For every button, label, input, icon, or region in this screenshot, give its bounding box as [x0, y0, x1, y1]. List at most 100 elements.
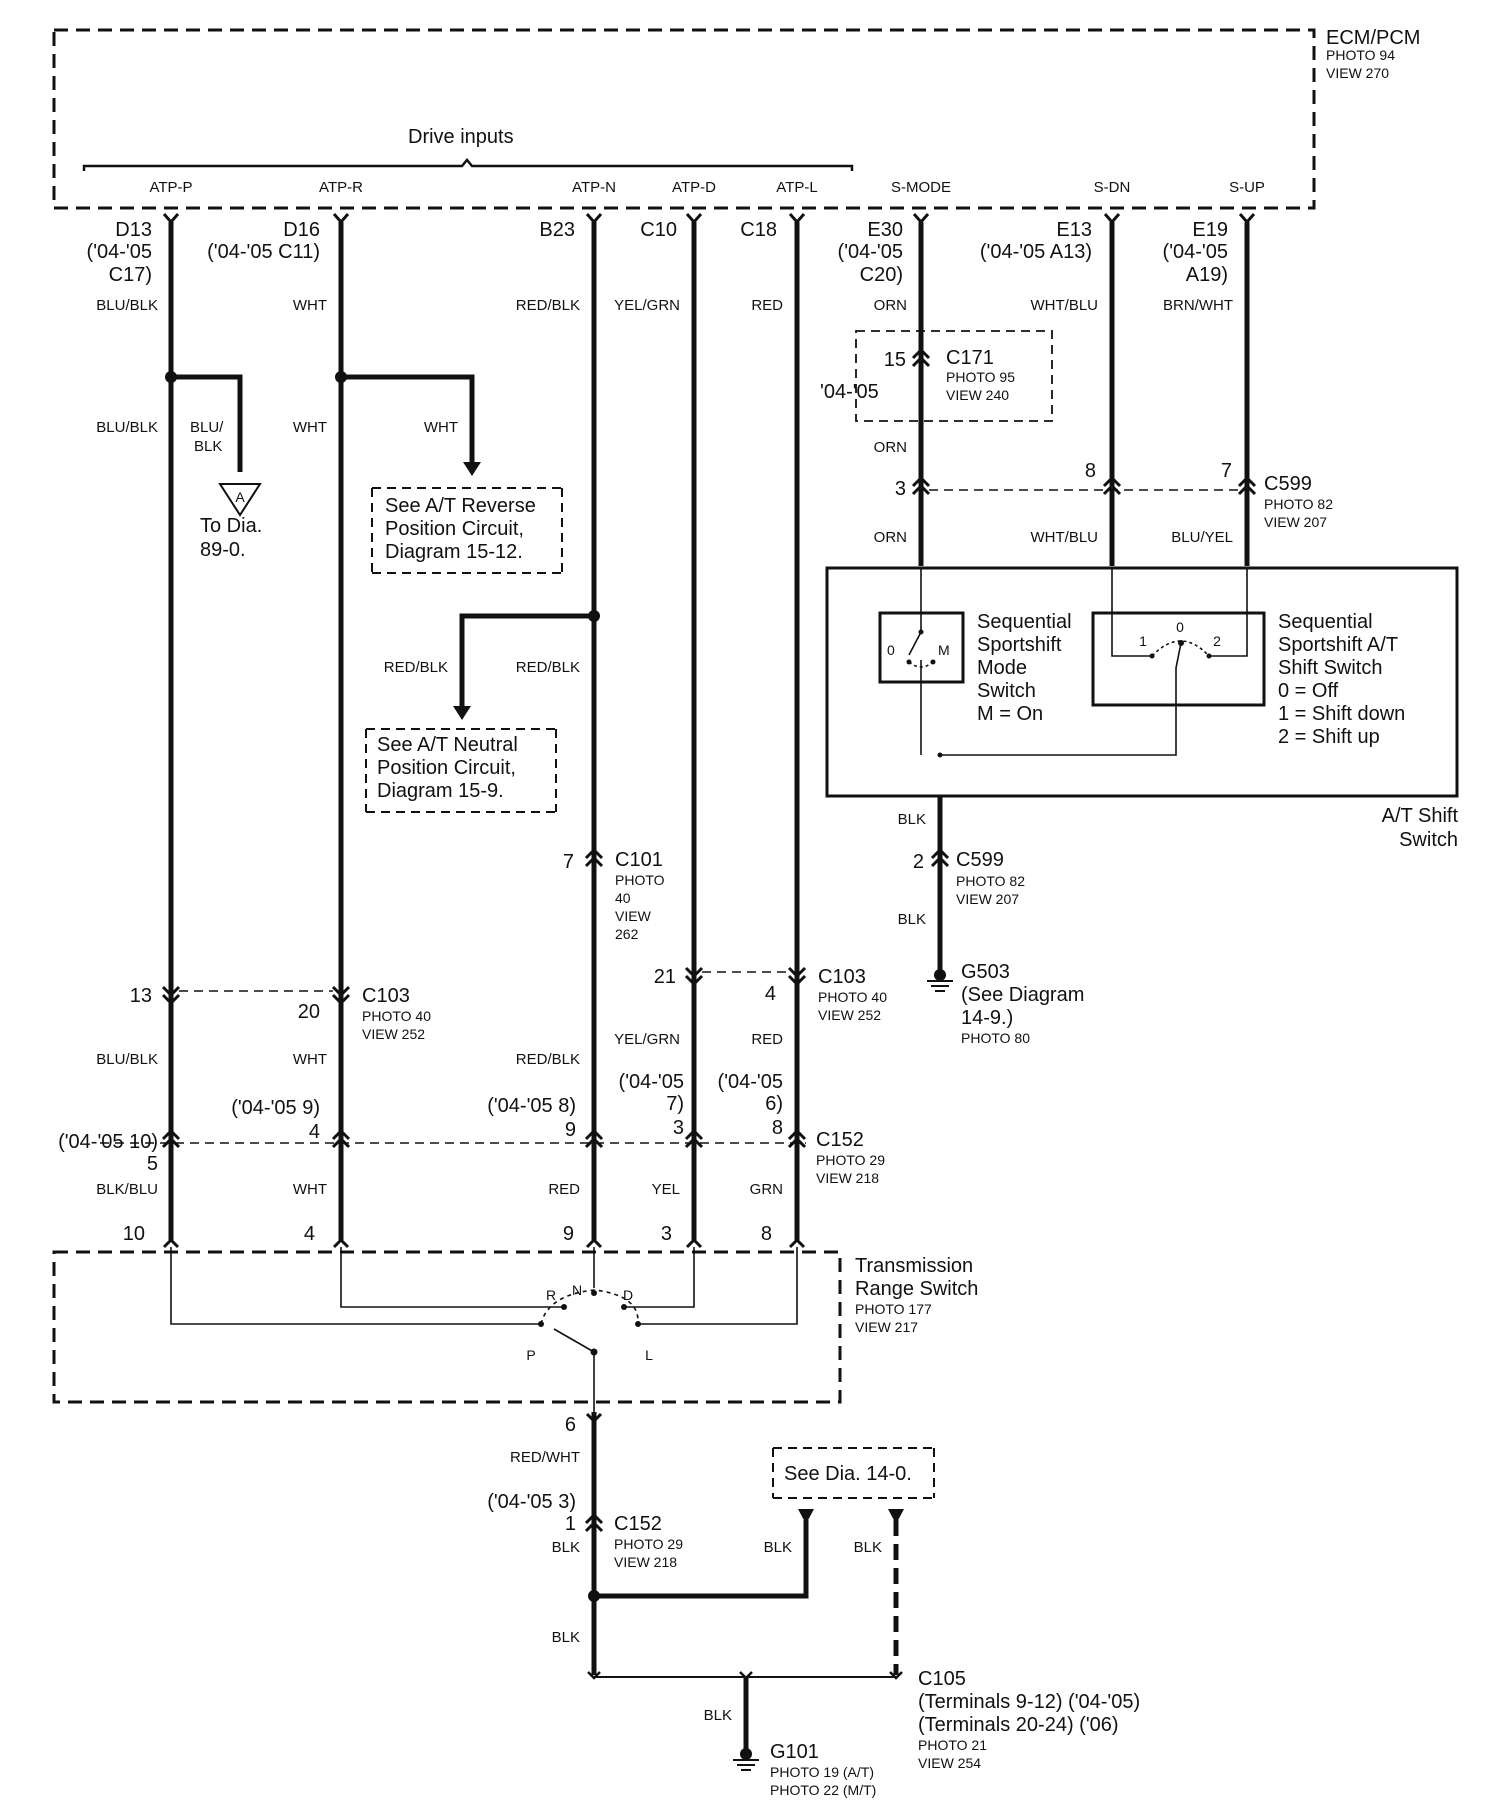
mode-label1: Sequential [977, 611, 1072, 633]
c105-line2: (Terminals 20-24) ('06) [918, 1714, 1119, 1736]
signal-atp-r: ATP-R [319, 179, 363, 196]
wc-brn-wht-1: BRN/WHT [1163, 297, 1233, 314]
shift-label6: 2 = Shift up [1278, 726, 1380, 748]
g101-ground-icon [733, 1748, 759, 1771]
pin-c10: C10 [640, 219, 677, 241]
c105-photo: PHOTO 21 [918, 1737, 987, 1753]
c599-name-upper: C599 [1264, 473, 1312, 495]
signal-atp-p: ATP-P [149, 179, 192, 196]
wc-blk-1: BLK [898, 811, 926, 828]
wc-wht-1: WHT [293, 297, 327, 314]
shift-label2: Sportshift A/T [1278, 634, 1398, 656]
signal-atp-d: ATP-D [672, 179, 716, 196]
c171-pin: 15 [884, 349, 906, 371]
pin-e30-alt2: C20) [860, 264, 903, 286]
c599-photo-lower: PHOTO 82 [956, 873, 1025, 889]
pin-c18: C18 [740, 219, 777, 241]
trs-pin10: 10 [123, 1223, 145, 1245]
c152-year10: ('04-'05 10) [58, 1131, 158, 1153]
c152-year6b: 6) [765, 1093, 783, 1115]
offpage-triangle-a [218, 483, 262, 517]
see-dia-14-box: See Dia. 14-0. [772, 1447, 935, 1499]
c152-year9: ('04-'05 9) [231, 1097, 320, 1119]
trs-pin4: 4 [304, 1223, 315, 1245]
wc-wht-blu-1: WHT/BLU [1031, 297, 1099, 314]
c103-pin4: 4 [765, 983, 776, 1005]
c152-pin4: 4 [309, 1121, 320, 1143]
wc-grn: GRN [750, 1181, 783, 1198]
pin-e13-alt1: ('04-'05 A13) [980, 241, 1092, 263]
rev-line2: Position Circuit, [385, 518, 524, 540]
wc-red-blk-1: RED/BLK [516, 297, 580, 314]
rev-line3: Diagram 15-12. [385, 541, 523, 563]
trs-internal-wiring [170, 1247, 798, 1412]
c103-photo-left: PHOTO 40 [362, 1008, 431, 1024]
c152-year6a: ('04-'05 [718, 1071, 783, 1093]
pin-d16-alt1: ('04-'05 C11) [207, 241, 320, 263]
c101-photo-num: 40 [615, 890, 631, 906]
ecm-signal-labels: ATP-P ATP-R ATP-N ATP-D ATP-L S-MODE S-D… [149, 179, 1264, 196]
shift-sdn-path [1111, 568, 1152, 657]
c171-year: '04-'05 [820, 381, 879, 403]
c171-connector [911, 347, 931, 368]
g503-ground-icon [927, 969, 953, 992]
mode-pinm: M [938, 642, 950, 658]
pin-d13-alt1: ('04-'05 [87, 241, 152, 263]
g101-name: G101 [770, 1741, 819, 1763]
c105-line1: (Terminals 9-12) ('04-'05) [918, 1691, 1140, 1713]
wc-red-wht: RED/WHT [510, 1449, 580, 1466]
trs-photo: PHOTO 177 [855, 1301, 932, 1317]
c152-year7a: ('04-'05 [619, 1071, 684, 1093]
c152-lower-name: C152 [614, 1513, 662, 1535]
wc-yel: YEL [652, 1181, 680, 1198]
wc-blu-blk-2: BLU/BLK [96, 419, 158, 436]
ecm-view: VIEW 270 [1326, 65, 1389, 81]
c103-photo-right: PHOTO 40 [818, 989, 887, 1005]
c599-name-lower: C599 [956, 849, 1004, 871]
c152-year8: ('04-'05 8) [487, 1095, 576, 1117]
mode-label4: Switch [977, 680, 1036, 702]
c599-connectors [911, 475, 1257, 496]
drive-inputs-label: Drive inputs [408, 126, 514, 148]
trs-pos-d: D [623, 1287, 633, 1303]
trs-pos-l: L [645, 1347, 653, 1363]
wc-blu-yel: BLU/YEL [1171, 529, 1233, 546]
c599-view-lower: VIEW 207 [956, 891, 1019, 907]
ecm-title: ECM/PCM [1326, 27, 1420, 49]
pin-b23: B23 [539, 219, 575, 241]
branch-arrows [453, 462, 904, 1524]
pin-e19-alt1: ('04-'05 [1163, 241, 1228, 263]
c152-pin9: 9 [565, 1119, 576, 1141]
branch-atp-n [459, 613, 594, 706]
c171-year-box [855, 330, 1053, 422]
shift-label5: 1 = Shift down [1278, 703, 1405, 725]
wc-red-blk-3: RED/BLK [516, 659, 580, 676]
wires [168, 222, 1250, 1750]
ecm-pcm-box [52, 28, 1316, 210]
c152-pin3: 3 [673, 1117, 684, 1139]
wc-red-1: RED [751, 297, 783, 314]
shift-common-path [940, 642, 1182, 756]
shift-switch-box [1091, 611, 1266, 707]
trs-pos-n: N [572, 1282, 582, 1298]
wc-wht-4: WHT [293, 1051, 327, 1068]
wc-blk-blu: BLK/BLU [96, 1181, 158, 1198]
c152-pin5: 5 [147, 1153, 158, 1175]
pin-e19: E19 [1192, 219, 1228, 241]
c101-photo: PHOTO [615, 872, 665, 888]
c152-view: VIEW 218 [816, 1170, 879, 1186]
wc-blk-split: BLK [194, 438, 222, 455]
neutral-ref-box: See A/T Neutral Position Circuit, Diagra… [365, 728, 557, 813]
c101-pin: 7 [563, 851, 574, 873]
wc-yel-grn-1: YEL/GRN [614, 297, 680, 314]
c599-photo-upper: PHOTO 82 [1264, 496, 1333, 512]
pin-d13: D13 [115, 219, 152, 241]
at-shift-label1: A/T Shift [1382, 805, 1459, 827]
c103-connectors [161, 966, 807, 1006]
wc-blu-blk-1: BLU/BLK [96, 297, 158, 314]
c105-terminals [587, 1671, 903, 1680]
wc-wht-3: WHT [424, 419, 458, 436]
c152-lower-year: ('04-'05 3) [487, 1491, 576, 1513]
c103-pin21: 21 [654, 966, 676, 988]
